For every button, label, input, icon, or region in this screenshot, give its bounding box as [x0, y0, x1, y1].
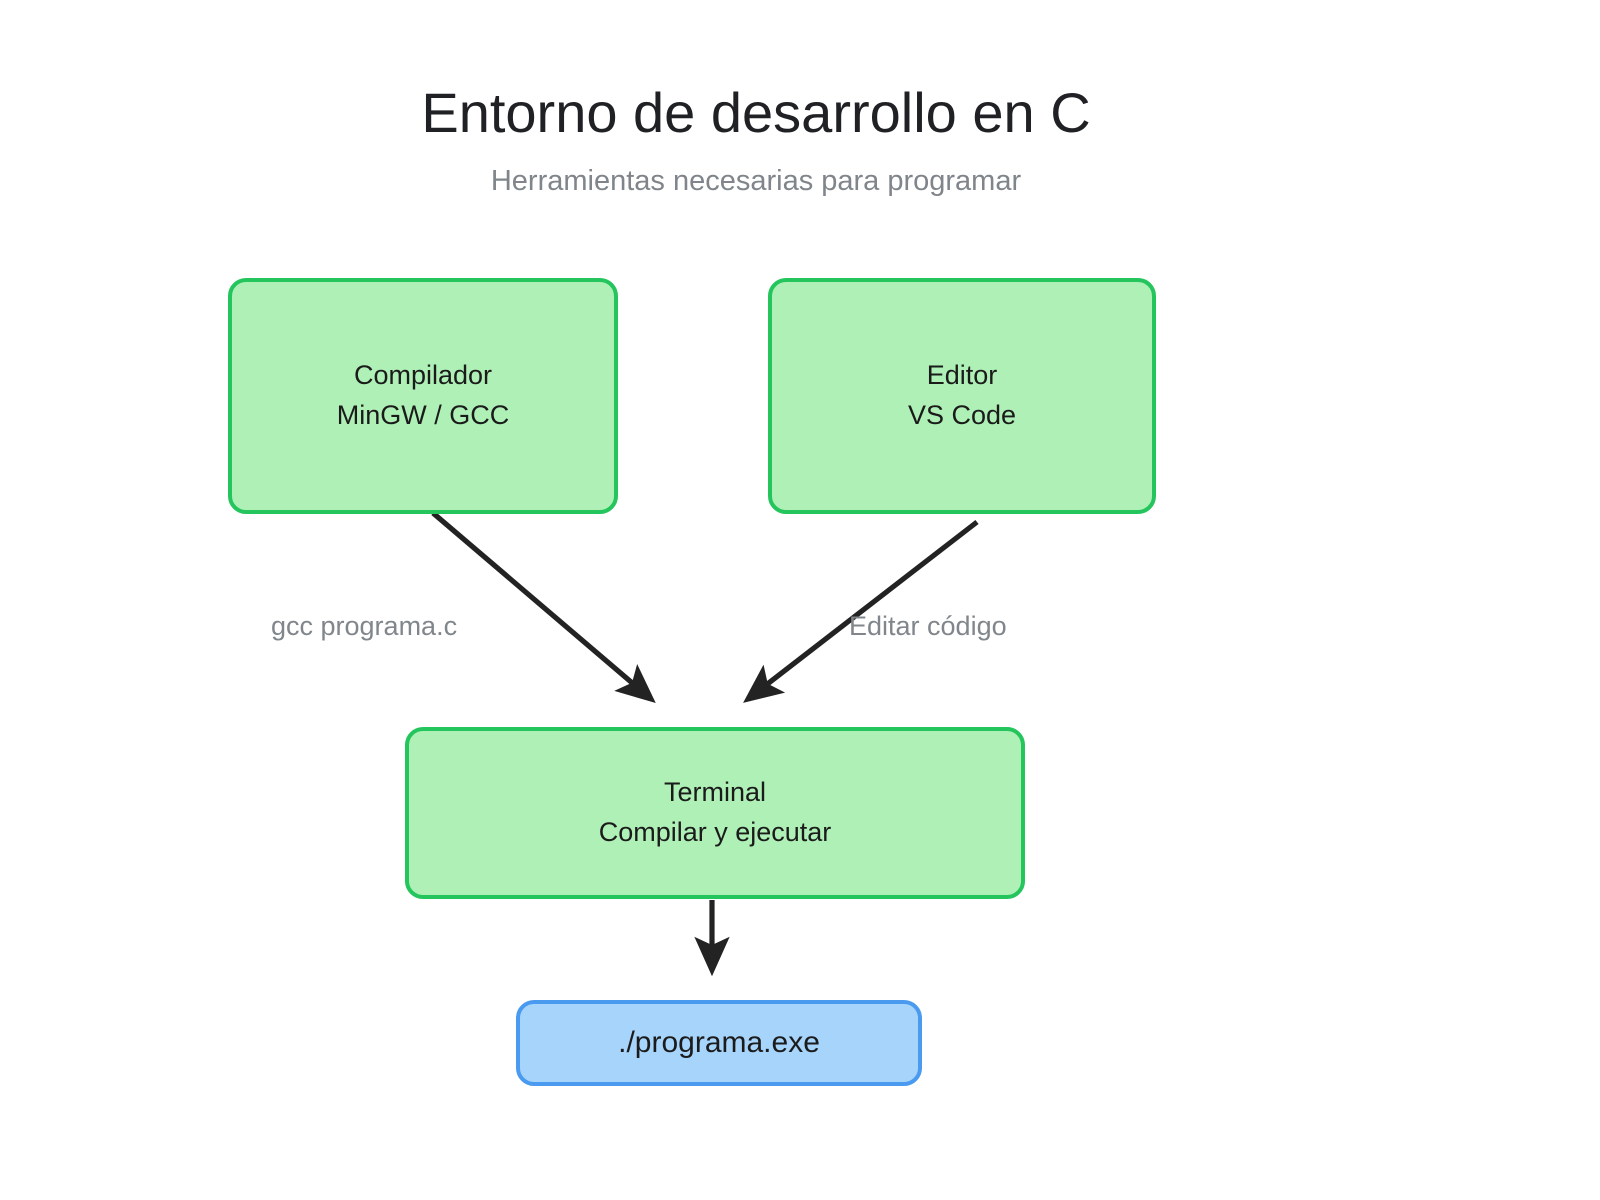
page-subtitle: Herramientas necesarias para programar [490, 165, 1022, 197]
node-editor-line-2: VS Code [907, 400, 1017, 430]
node-compilador[interactable]: Compilador MinGW / GCC [228, 278, 618, 514]
edge-label-gcc-programa-c: gcc programa.c [271, 611, 458, 641]
edge-compilador-to-terminal [431, 511, 656, 704]
node-programa-exe-label: ./programa.exe [618, 1025, 820, 1059]
node-editor[interactable]: Editor VS Code [768, 278, 1156, 514]
node-programa-exe[interactable]: ./programa.exe [516, 1000, 922, 1086]
node-terminal-line-1: Terminal [663, 777, 767, 808]
edge-label-editar-codigo: Editar código [849, 611, 1007, 641]
page-title: Entorno de desarrollo en C [421, 81, 1091, 144]
node-compilador-line-1: Compilador [353, 360, 493, 391]
node-editor-line-1: Editor [926, 360, 998, 391]
node-terminal-line-2: Compilar y ejecutar [598, 817, 832, 847]
node-compilador-line-2: MinGW / GCC [336, 400, 510, 430]
node-terminal[interactable]: Terminal Compilar y ejecutar [405, 727, 1025, 899]
